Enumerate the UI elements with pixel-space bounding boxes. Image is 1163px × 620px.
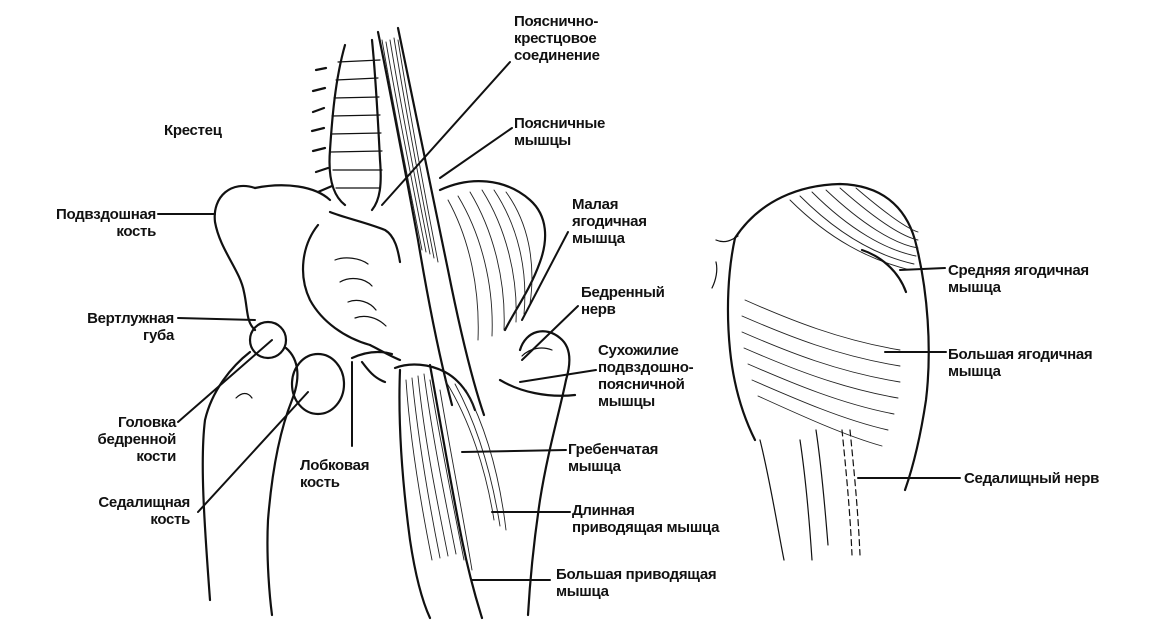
label-gluteus-maximus: Большая ягодичная мышца [948, 346, 1092, 380]
pelvis [215, 185, 400, 382]
label-ilium: Подвздошная кость [6, 206, 156, 240]
label-adductor-magnus: Большая приводящая мышца [556, 566, 716, 600]
label-gluteus-minimus: Малая ягодичная мышца [572, 196, 647, 247]
label-femoral-head: Головка бедренной кости [26, 414, 176, 465]
leader-acetabular-labrum [178, 318, 255, 320]
label-iliopsoas-tendon: Сухожилие подвздошно- поясничной мышцы [598, 342, 693, 410]
leader-iliopsoas-tendon [520, 370, 596, 382]
label-ischium: Седалищная кость [40, 494, 190, 528]
leader-lumbar-muscles [440, 128, 512, 178]
label-adductor-longus: Длинная приводящая мышца [572, 502, 719, 536]
psoas-iliacus [378, 28, 575, 415]
label-gluteus-medius: Средняя ягодичная мышца [948, 262, 1089, 296]
label-sacrum: Крестец [164, 122, 222, 139]
label-lumbosacral-junction: Пояснично- крестцовое соединение [514, 13, 600, 64]
label-acetabular-labrum: Вертлужная губа [24, 310, 174, 344]
label-pectineus: Гребенчатая мышца [568, 441, 658, 475]
leader-femoral-head [178, 340, 272, 422]
label-lumbar-muscles: Поясничные мышцы [514, 115, 605, 149]
lumbar-spine [312, 40, 382, 210]
label-sciatic-nerve: Седалищный нерв [964, 470, 1099, 487]
leader-gluteus-medius [900, 268, 945, 270]
label-femoral-nerve: Бедренный нерв [581, 284, 665, 318]
label-pubis: Лобковая кость [300, 457, 369, 491]
posterior-gluteal [712, 184, 929, 560]
leader-ischium [198, 392, 308, 512]
